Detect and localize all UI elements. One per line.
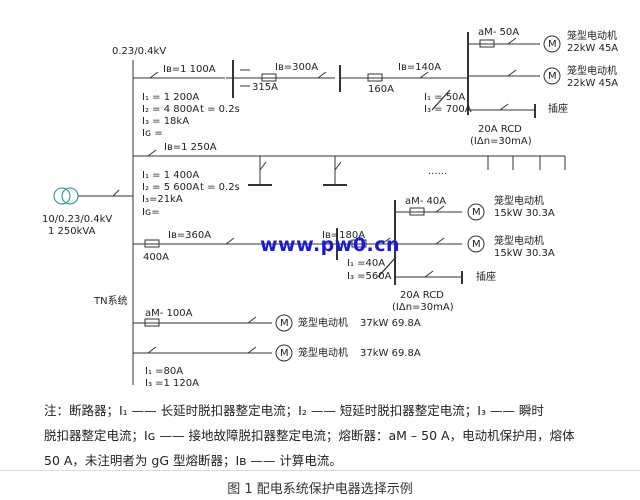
transformer-rating: 1 250kVA xyxy=(48,226,96,237)
separator xyxy=(0,470,640,471)
f2-ib: Iʙ=1 250A xyxy=(164,142,217,153)
note-line-3: 50 A，未注明者为 gG 型熔断器；Iʙ —— 计算电流。 xyxy=(44,453,342,468)
feeder-3-lines xyxy=(133,200,485,285)
f1-fuse2: 160A xyxy=(368,84,394,95)
f1-rcd: 20A RCD xyxy=(478,124,522,135)
f2-t: t = 0.2s xyxy=(200,182,240,193)
feeder-5-lines xyxy=(133,344,293,362)
feeder-4-lines xyxy=(133,314,293,332)
f3-motor-fuse: aM- 40A xyxy=(405,196,447,207)
f1-i2: I₂ = 4 800A xyxy=(142,104,200,115)
f3-ib: Iʙ=360A xyxy=(168,230,212,241)
f1-motor-fuse: aM- 50A xyxy=(478,27,520,38)
f1-motor2: 笼型电动机 xyxy=(567,66,617,77)
transformer-symbol xyxy=(53,187,133,205)
f3-motor1-rating: 15kW 30.3A xyxy=(494,208,555,219)
f1-t: t = 0.2s xyxy=(200,104,240,115)
f3-rcd: 20A RCD xyxy=(400,290,444,301)
f1-motor1: 笼型电动机 xyxy=(567,31,617,42)
transformer-ratio: 10/0.23/0.4kV xyxy=(42,214,113,225)
motor-symbol: M xyxy=(280,348,289,359)
f1-motor1-rating: 22kW 45A xyxy=(567,43,619,54)
f2-i1: I₁ = 1 400A xyxy=(142,170,200,181)
note-line-1: 注：断路器；I₁ —— 长延时脱扣器整定电流；I₂ —— 短延时脱扣器整定电流；… xyxy=(44,403,544,418)
f3-ib2: Iʙ=180A xyxy=(322,230,366,241)
f1-ib3: Iʙ=140A xyxy=(398,62,442,73)
motor-symbol: M xyxy=(472,207,481,218)
note-line-2: 脱扣器整定电流；Iɢ —— 接地故障脱扣器整定电流；熔断器：aM – 50 A，… xyxy=(44,428,575,443)
f3-i3: I₃ =560A xyxy=(347,271,392,282)
f1-rcd-dn: (IΔn=30mA) xyxy=(470,136,532,147)
figure-caption: 图 1 配电系统保护电器选择示例 xyxy=(227,482,413,497)
f1-i3b: I₃ = 700A xyxy=(424,104,472,115)
f3-fuse: 400A xyxy=(143,252,169,263)
f5-i1: I₁ =80A xyxy=(145,366,184,377)
f3-socket: 插座 xyxy=(476,272,496,283)
f1-ig: Iɢ = xyxy=(142,128,163,139)
f2-ig: Iɢ= xyxy=(142,207,160,218)
motor-symbol: M xyxy=(472,239,481,250)
f3-motor2-rating: 15kW 30.3A xyxy=(494,248,555,259)
f1-sub-fuse: 315A xyxy=(252,82,278,93)
f4-rating: 37kW 69.8A xyxy=(360,318,421,329)
f3-motor1: 笼型电动机 xyxy=(494,196,544,207)
feeder-1-lines xyxy=(133,32,561,118)
f5-i3: I₃ =1 120A xyxy=(145,378,199,389)
feeder-2-lines xyxy=(133,149,566,186)
f2-i3: I₃=21kA xyxy=(142,194,183,205)
f2-i2: I₂ = 5 600A xyxy=(142,182,200,193)
f1-i1: I₁ = 1 200A xyxy=(142,92,200,103)
f1-i3: I₃ = 18kA xyxy=(142,116,190,127)
f1-motor2-rating: 22kW 45A xyxy=(567,78,619,89)
f1-ib: Iʙ=1 100A xyxy=(163,64,216,75)
f3-motor2: 笼型电动机 xyxy=(494,236,544,247)
motor-symbol: M xyxy=(548,39,557,50)
f1-ib2: Iʙ=300A xyxy=(275,62,319,73)
system-label: TN系统 xyxy=(94,296,128,307)
f4-motor-fuse: aM- 100A xyxy=(145,308,193,319)
f3-i1: I₁ =40A xyxy=(347,258,386,269)
motor-symbol: M xyxy=(280,318,289,329)
f5-motor: 笼型电动机 xyxy=(298,348,348,359)
watermark: www.pw0.cn xyxy=(260,234,401,256)
f5-rating: 37kW 69.8A xyxy=(360,348,421,359)
f3-rcd-dn: (IΔn=30mA) xyxy=(392,302,454,313)
bus-voltage: 0.23/0.4kV xyxy=(112,46,167,57)
f1-socket: 插座 xyxy=(548,104,568,115)
f1-i1b: I₁ = 50A xyxy=(424,92,466,103)
f2-dots: ...... xyxy=(428,166,448,177)
motor-symbol: M xyxy=(548,71,557,82)
f4-motor: 笼型电动机 xyxy=(298,318,348,329)
